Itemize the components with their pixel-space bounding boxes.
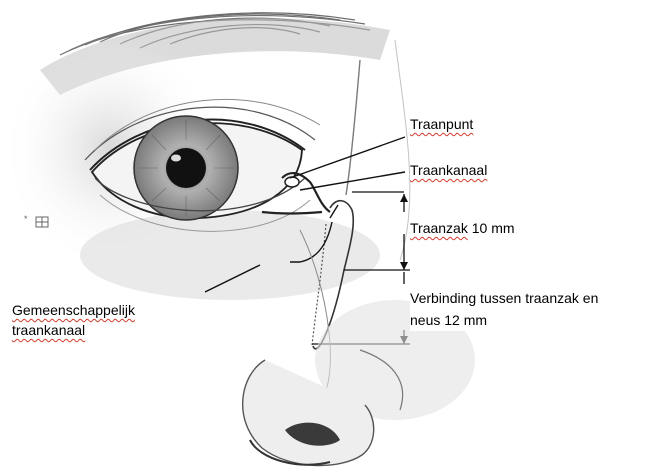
label-traankanaal: Traankanaal (410, 160, 487, 180)
lacrimal-punctum (285, 177, 299, 187)
pupil-highlight (171, 155, 181, 162)
label-gemeen-line2: traankanaal (12, 320, 135, 340)
label-traanzak-measure: 10 mm (468, 220, 515, 236)
label-traanzak: Traanzak 10 mm (410, 218, 515, 238)
label-verbinding-line1: Verbinding tussen traanzak en (410, 287, 598, 309)
svg-text:*: * (24, 214, 28, 224)
nose-bridge-line (346, 60, 360, 195)
label-verbinding: Verbinding tussen traanzak en neus 12 mm (410, 287, 598, 331)
label-traankanaal-text: Traankanaal (410, 162, 487, 178)
label-verbinding-line2: neus 12 mm (410, 309, 598, 331)
label-traanzak-word: Traanzak (410, 220, 468, 236)
lower-lid-shading (80, 210, 380, 300)
pupil (166, 148, 206, 188)
label-gemeenschappelijk-traankanaal: Gemeenschappelijk traankanaal (12, 300, 135, 340)
label-gemeen-line1: Gemeenschappelijk (12, 300, 135, 320)
label-traanpunt-text: Traanpunt (410, 116, 473, 132)
label-traanpunt: Traanpunt (410, 114, 473, 134)
nose-side-shading (395, 40, 410, 260)
